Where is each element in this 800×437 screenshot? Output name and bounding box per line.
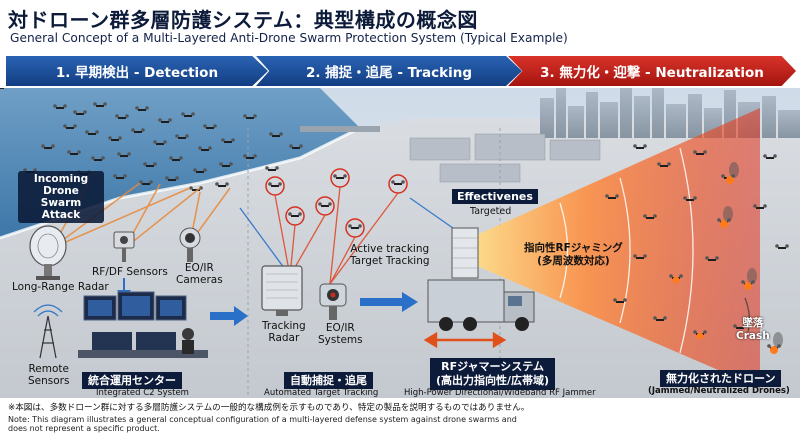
rf-jamming-line1: 指向性RFジャミング <box>524 242 623 255</box>
remote-sensors-label: Remote Sensors <box>28 363 69 387</box>
footnote-jp: ※本図は、多数ドローン群に対する多層防護システムの一般的な構成例を示すものであり… <box>8 403 529 414</box>
page-subtitle: General Concept of a Multi-Layered Anti-… <box>10 31 568 45</box>
rf-jamming-line2: (多周波数対応) <box>524 255 623 268</box>
remote-sensors-line2: Sensors <box>28 375 69 387</box>
tracking-radar-line2: Radar <box>262 332 306 344</box>
eo-ir-cameras-label: EO/IR Cameras <box>176 262 223 286</box>
crash-label: 墜落 Crash <box>736 317 770 342</box>
neutralized-banner: 無力化されたドローン <box>660 370 781 387</box>
rf-jammer-banner: RFジャマーシステム (高出力指向性/広帯域) <box>430 358 555 390</box>
footnote-en: Note: This diagram illustrates a general… <box>8 415 517 433</box>
eo-ir-systems-label: EO/IR Systems <box>318 322 363 346</box>
crash-jp: 墜落 <box>736 317 770 330</box>
rf-df-sensors-label: RF/DF Sensors <box>92 266 168 278</box>
crash-en: Crash <box>736 330 770 343</box>
phase-detection-arrow: 1. 早期検出 - Detection <box>6 56 268 86</box>
incoming-swarm-callout: Incoming Drone Swarm Attack <box>18 171 104 223</box>
phase-neutralization-arrow: 3. 無力化・迎撃 - Neutralization <box>508 56 796 86</box>
phase-tracking-label: 2. 捕捉・追尾 - Tracking <box>306 61 472 81</box>
rf-jammer-line2: (高出力指向性/広帯域) <box>436 374 549 388</box>
active-tracking-line1: Active tracking <box>350 243 430 255</box>
phase-detection-label: 1. 早期検出 - Detection <box>56 61 218 81</box>
tracking-radar-line1: Tracking <box>262 320 306 332</box>
rf-jammer-subtitle: High-Power Directional/Wideband RF Jamme… <box>404 388 596 398</box>
rf-jammer-line1: RFジャマーシステム <box>436 360 549 374</box>
eo-ir-cameras-line2: Cameras <box>176 274 223 286</box>
footnote-en-line1: Note: This diagram illustrates a general… <box>8 415 517 424</box>
eo-ir-cameras-line1: EO/IR <box>176 262 223 274</box>
effectiveness-badge: Effectivenes <box>452 189 538 204</box>
page-title: 対ドローン群多層防護システム：典型構成の概念図 <box>8 4 478 33</box>
active-tracking-line2: Target Tracking <box>350 255 430 267</box>
long-range-radar-label: Long-Range Radar <box>12 281 109 293</box>
footnote-en-line2: does not represent a specific product. <box>8 424 517 433</box>
auto-tracking-banner: 自動捕捉・追尾 <box>284 372 373 389</box>
eo-ir-systems-line2: Systems <box>318 334 363 346</box>
targeted-label: Targeted <box>470 206 511 217</box>
c2-subtitle: Integrated C2 System <box>96 388 189 398</box>
tracking-radar <box>262 266 302 316</box>
tracking-radar-label: Tracking Radar <box>262 320 306 344</box>
remote-sensors-line1: Remote <box>28 363 69 375</box>
auto-tracking-subtitle: Automated Target Tracking <box>264 388 378 398</box>
active-tracking-label: Active tracking Target Tracking <box>350 243 430 267</box>
c2-banner: 統合運用センター <box>82 372 182 389</box>
phase-neutralization-label: 3. 無力化・迎撃 - Neutralization <box>540 61 764 81</box>
neutralized-subtitle: (Jammed/Neutralized Drones) <box>648 386 790 396</box>
eo-ir-systems-line1: EO/IR <box>318 322 363 334</box>
phase-tracking-arrow: 2. 捕捉・追尾 - Tracking <box>256 56 522 86</box>
rf-jamming-label: 指向性RFジャミング (多周波数対応) <box>524 242 623 268</box>
